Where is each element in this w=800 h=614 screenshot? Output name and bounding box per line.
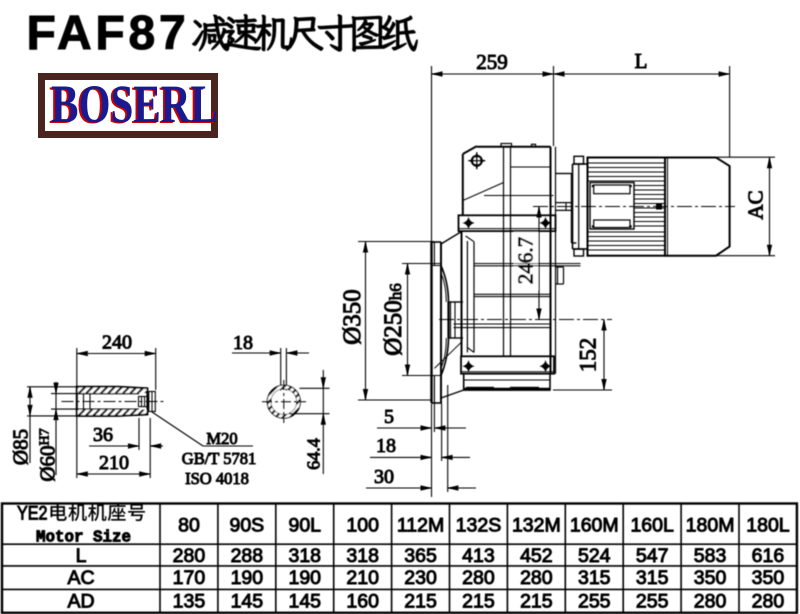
- svg-text:64.4: 64.4: [304, 438, 324, 470]
- svg-text:315: 315: [578, 567, 611, 589]
- svg-text:135: 135: [173, 591, 206, 613]
- svg-text:280: 280: [752, 591, 785, 613]
- svg-text:Ø85: Ø85: [9, 429, 33, 465]
- svg-text:280: 280: [694, 591, 727, 613]
- svg-text:AC: AC: [67, 567, 94, 589]
- svg-text:Ø350: Ø350: [339, 289, 366, 345]
- svg-text:318: 318: [346, 545, 379, 567]
- svg-text:583: 583: [694, 545, 727, 567]
- svg-text:36: 36: [93, 424, 113, 446]
- svg-text:280: 280: [173, 545, 206, 567]
- svg-text:132S: 132S: [456, 515, 502, 537]
- svg-text:GB/T 5781: GB/T 5781: [182, 449, 256, 468]
- svg-text:210: 210: [99, 452, 129, 474]
- svg-text:255: 255: [578, 591, 611, 613]
- svg-text:215: 215: [462, 591, 495, 613]
- svg-text:190: 190: [231, 567, 264, 589]
- svg-text:L: L: [76, 545, 87, 567]
- svg-text:145: 145: [231, 591, 264, 613]
- svg-text:413: 413: [462, 545, 495, 567]
- svg-text:255: 255: [636, 591, 669, 613]
- svg-text:5: 5: [384, 406, 394, 428]
- svg-text:318: 318: [288, 545, 321, 567]
- svg-text:280: 280: [520, 567, 553, 589]
- svg-text:180M: 180M: [686, 515, 735, 537]
- svg-text:288: 288: [231, 545, 264, 567]
- svg-text:210: 210: [346, 567, 379, 589]
- svg-text:616: 616: [752, 545, 785, 567]
- svg-text:180L: 180L: [746, 515, 790, 537]
- svg-text:280: 280: [462, 567, 495, 589]
- svg-text:AD: AD: [67, 591, 94, 613]
- svg-text:160: 160: [346, 591, 379, 613]
- svg-text:30: 30: [374, 466, 394, 488]
- svg-text:YE2: YE2: [17, 504, 48, 525]
- svg-text:452: 452: [520, 545, 553, 567]
- svg-text:190: 190: [288, 567, 321, 589]
- svg-text:132M: 132M: [512, 515, 561, 537]
- svg-text:100: 100: [346, 515, 379, 537]
- svg-text:80: 80: [178, 515, 200, 537]
- svg-text:365: 365: [404, 545, 437, 567]
- svg-text:170: 170: [173, 567, 206, 589]
- svg-text:Ø250h6: Ø250h6: [380, 283, 407, 356]
- svg-text:90L: 90L: [288, 515, 321, 537]
- svg-text:240: 240: [102, 332, 132, 354]
- svg-text:145: 145: [288, 591, 321, 613]
- svg-text:FAF87: FAF87: [27, 7, 190, 60]
- svg-text:524: 524: [578, 545, 611, 567]
- svg-text:259: 259: [476, 50, 508, 74]
- svg-text:350: 350: [694, 567, 727, 589]
- svg-text:112M: 112M: [397, 515, 444, 537]
- svg-text:L: L: [635, 49, 648, 73]
- svg-text:160L: 160L: [630, 515, 674, 537]
- svg-text:315: 315: [636, 567, 669, 589]
- svg-text:152: 152: [576, 338, 601, 373]
- svg-text:AC: AC: [744, 190, 768, 219]
- svg-text:230: 230: [404, 567, 437, 589]
- svg-text:215: 215: [404, 591, 437, 613]
- svg-text:350: 350: [752, 567, 785, 589]
- svg-text:18: 18: [233, 332, 253, 354]
- svg-text:ISO 4018: ISO 4018: [185, 469, 249, 488]
- svg-text:Motor Size: Motor Size: [36, 529, 131, 548]
- svg-text:160M: 160M: [570, 515, 619, 537]
- svg-text:90S: 90S: [229, 515, 264, 537]
- svg-text:M20: M20: [206, 429, 237, 448]
- svg-text:18: 18: [376, 435, 396, 457]
- svg-text:215: 215: [520, 591, 553, 613]
- svg-text:246.7: 246.7: [514, 237, 538, 284]
- svg-text:547: 547: [636, 545, 669, 567]
